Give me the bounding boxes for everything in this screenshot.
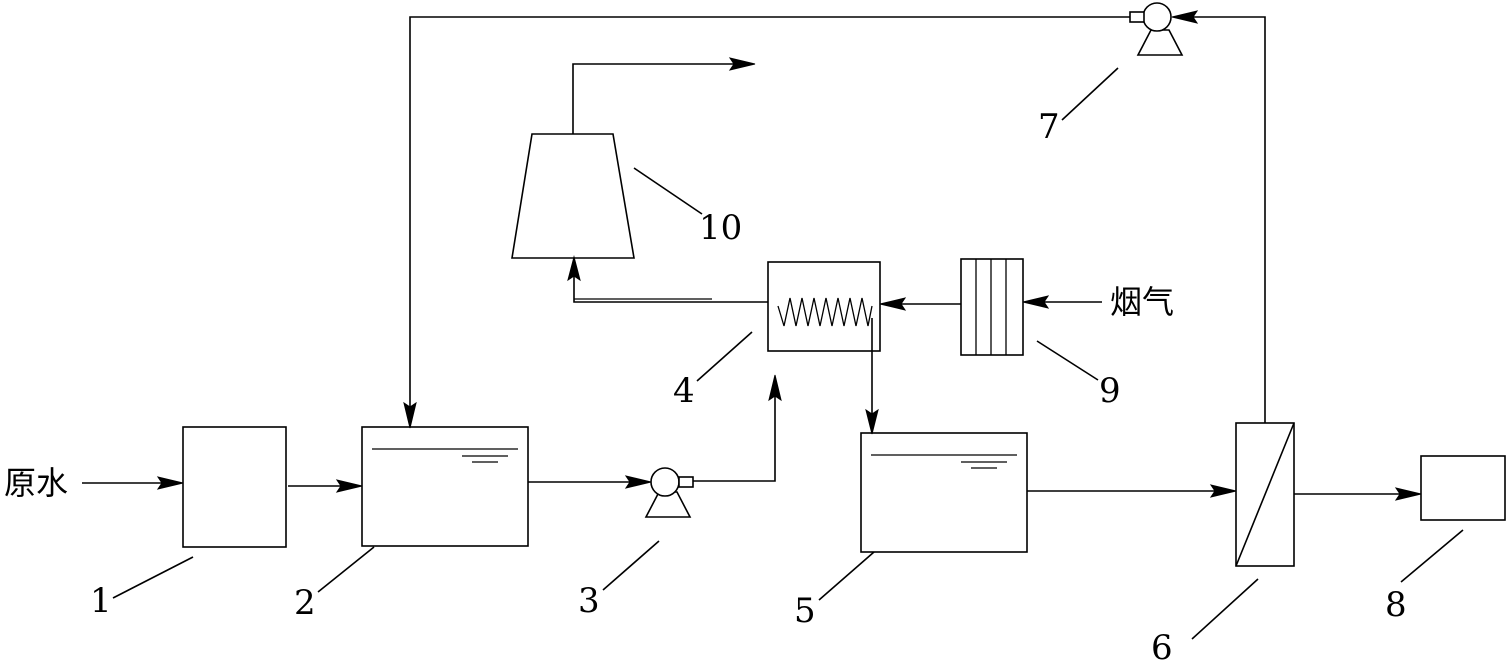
label-6: 6: [1151, 628, 1173, 663]
leader-7: [1061, 67, 1119, 121]
label-4: 4: [673, 371, 695, 411]
unit-9-filter: [960, 258, 1024, 356]
label-10: 10: [699, 208, 742, 248]
leader-5: [818, 551, 875, 601]
unit-6-membrane: [1235, 422, 1295, 567]
unit-5-tank: [860, 432, 1028, 553]
leader-4: [696, 331, 753, 382]
leader-6: [1191, 578, 1259, 640]
heating-coil: [777, 297, 873, 327]
leader-2: [317, 546, 375, 593]
pipe-4-10: [573, 268, 768, 303]
unit-10-separator: [511, 133, 635, 259]
label-2: 2: [294, 583, 316, 623]
raw-water-label: 原水: [4, 464, 68, 502]
leader-10: [633, 167, 703, 215]
leader-8: [1400, 529, 1464, 583]
unit-1-box: [182, 426, 287, 548]
label-3: 3: [578, 581, 600, 621]
unit-8-box: [1420, 455, 1506, 521]
pipe-3-4: [693, 388, 776, 482]
label-5: 5: [794, 591, 816, 631]
pipe-7-2: [409, 16, 1130, 415]
unit-7-pump: [1129, 2, 1184, 56]
label-8: 8: [1385, 585, 1407, 625]
pipe-10-outlet: [572, 63, 742, 134]
flue-gas-label: 烟气: [1110, 283, 1174, 321]
label-7: 7: [1038, 107, 1060, 147]
pipe-6-7: [1185, 16, 1266, 423]
label-1: 1: [90, 581, 112, 621]
leader-3: [602, 540, 660, 591]
leader-9: [1036, 340, 1099, 381]
unit-4-heat-exchanger: [767, 261, 881, 352]
unit-3-pump: [644, 467, 694, 518]
unit-2-tank: [361, 426, 529, 547]
leader-1: [112, 556, 194, 599]
label-9: 9: [1099, 371, 1121, 411]
